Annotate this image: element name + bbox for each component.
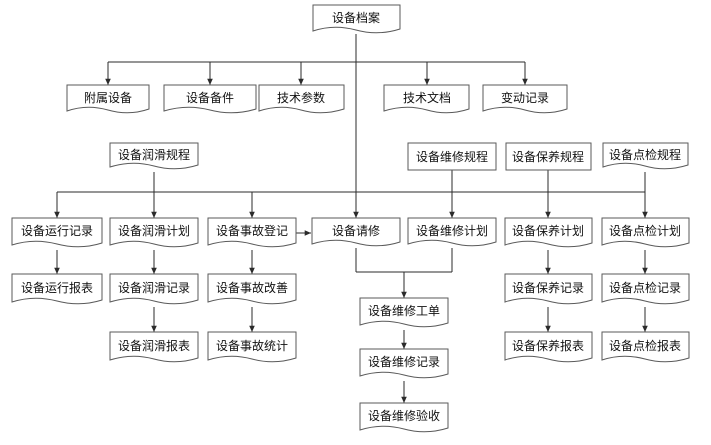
node-operation-record: 设备运行记录 (11, 217, 103, 248)
node-inspection-report-label: 设备点检报表 (609, 338, 681, 353)
node-repair-acceptance: 设备维修验收 (359, 402, 449, 433)
node-inspection-plan-label: 设备点检计划 (609, 223, 681, 238)
node-archive-part: 附属设备 (66, 84, 150, 114)
node-archive-part: 技术文档 (383, 84, 470, 114)
node-lubrication-plan: 设备润滑计划 (109, 217, 199, 248)
node-maintenance-report-label: 设备保养报表 (512, 338, 584, 353)
node-repair-acceptance-label: 设备维修验收 (368, 408, 440, 423)
node-accident-stats: 设备事故统计 (207, 331, 297, 363)
node-archive-part-label: 技术文档 (403, 90, 451, 105)
node-inspection-rule-label: 设备点检规程 (609, 147, 681, 162)
node-repair-workorder: 设备维修工单 (359, 297, 449, 328)
node-repair-request: 设备请修 (311, 217, 401, 247)
node-inspection-report: 设备点检报表 (601, 331, 690, 363)
node-maintenance-plan: 设备保养计划 (504, 217, 593, 248)
node-repair-rule-label: 设备维修规程 (416, 149, 488, 164)
node-accident-register-label: 设备事故登记 (216, 223, 288, 238)
node-inspection-record: 设备点检记录 (601, 273, 690, 305)
node-operation-report: 设备运行报表 (11, 273, 103, 305)
node-maintenance-rule-label: 设备保养规程 (512, 149, 584, 164)
node-lubrication-report: 设备润滑报表 (109, 331, 199, 363)
node-lubrication-record-label: 设备润滑记录 (118, 281, 190, 295)
node-archive-part-label: 设备备件 (186, 91, 234, 105)
node-operation-report-label: 设备运行报表 (21, 280, 93, 295)
node-maintenance-rule: 设备保养规程 (505, 142, 592, 171)
node-maintenance-plan-label: 设备保养计划 (512, 223, 584, 238)
node-inspection-rule: 设备点检规程 (602, 142, 689, 170)
node-accident-register: 设备事故登记 (207, 217, 297, 248)
node-maintenance-record-label: 设备保养记录 (512, 280, 584, 295)
connectors (54, 34, 648, 403)
node-accident-stats-label: 设备事故统计 (216, 338, 288, 353)
node-lubrication-plan-label: 设备润滑计划 (118, 224, 190, 238)
node-operation-record-label: 设备运行记录 (21, 224, 93, 238)
node-repair-record: 设备维修记录 (359, 348, 449, 379)
node-maintenance-record: 设备保养记录 (504, 273, 593, 305)
node-archive-part: 技术参数 (258, 84, 345, 114)
node-repair-workorder-label: 设备维修工单 (368, 303, 440, 318)
node-repair-plan-label: 设备维修计划 (416, 223, 488, 238)
node-repair-request-label: 设备请修 (332, 223, 380, 238)
node-archive-part: 变动记录 (482, 84, 568, 114)
node-inspection-record-label: 设备点检记录 (609, 280, 681, 295)
node-repair-plan: 设备维修计划 (407, 217, 497, 247)
node-root-label: 设备档案 (332, 10, 380, 25)
node-repair-record-label: 设备维修记录 (368, 354, 440, 369)
node-inspection-plan: 设备点检计划 (601, 217, 690, 248)
node-repair-rule: 设备维修规程 (407, 142, 497, 171)
node-archive-part-label: 变动记录 (501, 90, 549, 105)
node-lubrication-rule: 设备润滑规程 (109, 142, 199, 170)
node-lubrication-rule-label: 设备润滑规程 (118, 147, 190, 162)
node-archive-part-label: 附属设备 (84, 91, 132, 105)
node-lubrication-report-label: 设备润滑报表 (118, 338, 190, 353)
node-archive-part: 设备备件 (163, 84, 257, 114)
node-lubrication-record: 设备润滑记录 (109, 273, 199, 305)
node-root: 设备档案 (312, 4, 401, 34)
node-accident-improve: 设备事故改善 (207, 273, 297, 305)
node-archive-part-label: 技术参数 (277, 90, 325, 105)
node-accident-improve-label: 设备事故改善 (216, 280, 288, 295)
node-maintenance-report: 设备保养报表 (504, 331, 593, 363)
